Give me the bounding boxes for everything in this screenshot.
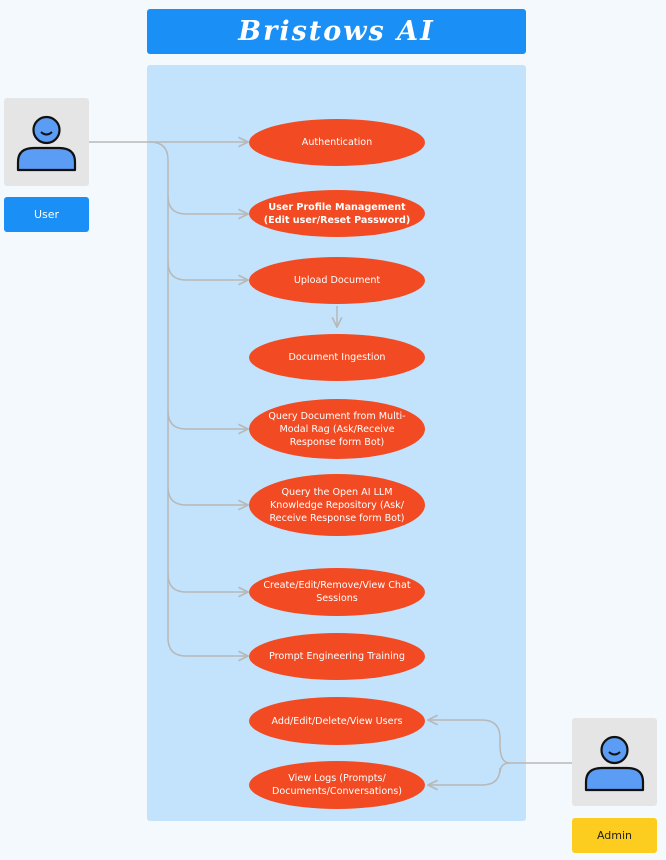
- usecase-query-rag: Query Document from Multi-Modal Rag (Ask…: [249, 399, 425, 459]
- usecase-ingestion: Document Ingestion: [249, 334, 425, 381]
- title-bar: Bristows AI: [147, 9, 526, 54]
- admin-label-text: Admin: [596, 829, 633, 842]
- usecase-label: View Logs (Prompts/ Documents/Conversati…: [271, 773, 403, 797]
- usecase-manage-users: Add/Edit/Delete/View Users: [249, 697, 425, 745]
- usecase-authentication: Authentication: [249, 119, 425, 166]
- usecase-label: Add/Edit/Delete/View Users: [271, 715, 403, 727]
- usecase-label: Query the Open AI LLM Knowledge Reposito…: [269, 486, 405, 524]
- usecase-label: Document Ingestion: [288, 352, 386, 363]
- usecase-label: Upload Document: [293, 275, 381, 286]
- connector-admin-manage-users: [428, 720, 511, 764]
- usecase-upload: Upload Document: [249, 257, 425, 304]
- usecase-label: Prompt Engineering Training: [269, 651, 405, 662]
- usecase-chat-sessions: Create/Edit/Remove/View Chat Sessions: [249, 568, 425, 616]
- connector-user-upload: [167, 261, 248, 280]
- admin-label: Admin: [572, 818, 657, 853]
- connector-user-profile: [167, 195, 248, 214]
- usecase-profile: User Profile Management (Edit user/Reset…: [249, 190, 425, 237]
- connector-user-query-rag: [167, 410, 248, 429]
- admin-icon: [584, 735, 645, 792]
- user-icon: [16, 115, 77, 172]
- connector-user-trunk: [149, 141, 248, 656]
- usecase-label: User Profile Management (Edit user/Reset…: [263, 201, 411, 226]
- page-title: Bristows AI: [238, 16, 435, 47]
- admin-actor-box: [572, 718, 657, 806]
- usecase-label: Authentication: [301, 137, 373, 148]
- user-actor-box: [4, 98, 89, 186]
- usecase-label: Query Document from Multi-Modal Rag (Ask…: [268, 410, 406, 448]
- connector-user-query-llm: [167, 486, 248, 505]
- usecase-label: Create/Edit/Remove/View Chat Sessions: [263, 580, 411, 604]
- user-label: User: [4, 197, 89, 232]
- usecase-prompt-training: Prompt Engineering Training: [249, 633, 425, 680]
- user-label-text: User: [33, 208, 60, 221]
- usecase-query-llm: Query the Open AI LLM Knowledge Reposito…: [249, 474, 425, 536]
- usecase-view-logs: View Logs (Prompts/ Documents/Conversati…: [249, 761, 425, 809]
- connector-admin-view-logs: [428, 762, 511, 785]
- connector-user-chat-sessions: [167, 573, 248, 592]
